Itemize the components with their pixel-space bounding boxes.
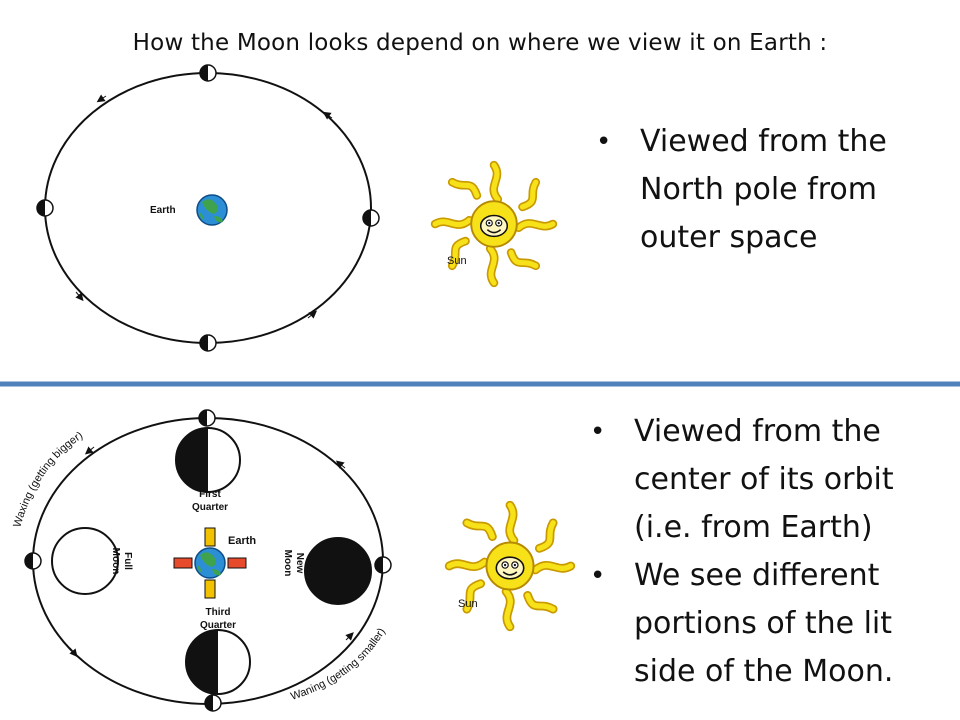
bullet-dot-icon: • (590, 561, 606, 591)
bullet-item: • Viewed from the North pole from outer … (596, 118, 916, 262)
orbit-arrow (307, 310, 318, 319)
page-title: How the Moon looks depend on where we vi… (132, 30, 828, 56)
third-quarter-moon (185, 629, 251, 695)
new-moon (304, 537, 372, 605)
earth-icon (194, 547, 226, 579)
bullet-text: Viewed from the center of its orbit (i.e… (634, 414, 894, 545)
moon-orbit-top (198, 409, 216, 427)
top-bullet-list: • Viewed from the North pole from outer … (596, 118, 916, 262)
top-orbit-diagram: Earth Sun (36, 64, 553, 352)
bottom-bullet-list: • Viewed from the center of its orbit (i… (590, 408, 940, 696)
orbit-arrow (335, 460, 346, 469)
earth-label: Earth (150, 205, 176, 216)
sun-label: Sun (447, 255, 467, 267)
bullet-dot-icon: • (596, 127, 612, 157)
bullet-dot-icon: • (590, 417, 606, 447)
orbit-arrow (69, 647, 78, 658)
moon-bottom (199, 334, 217, 352)
new-moon-label: NewMoon (282, 550, 305, 577)
moon-left (36, 199, 54, 217)
first-quarter-moon (175, 427, 241, 493)
full-moon-label: FullMoon (110, 548, 133, 575)
orbit-arrow (345, 632, 354, 641)
orbit-arrow (75, 291, 84, 302)
bullet-text: Viewed from the North pole from outer sp… (640, 124, 887, 255)
waning-label: Waning (getting smaller) (289, 626, 388, 703)
moon-orbit-left (24, 552, 42, 570)
orbit-arrow (322, 111, 333, 120)
earth-label: Earth (228, 535, 256, 547)
bullet-text: We see different portions of the lit sid… (634, 558, 894, 689)
bullet-item: • We see different portions of the lit s… (590, 552, 940, 696)
observer-figures (173, 527, 247, 599)
orbit-arrow (96, 94, 107, 103)
full-moon (51, 527, 119, 595)
moon-orbit-right (374, 556, 392, 574)
moon-right (362, 209, 380, 227)
moon-orbit-bottom (204, 694, 222, 712)
earth-icon (196, 194, 228, 226)
moon-top (199, 64, 217, 82)
sun-label: Sun (458, 598, 478, 610)
orbit-arrow (84, 446, 95, 455)
bullet-item: • Viewed from the center of its orbit (i… (590, 408, 940, 552)
waxing-label: Waxing (getting bigger) (11, 430, 85, 529)
